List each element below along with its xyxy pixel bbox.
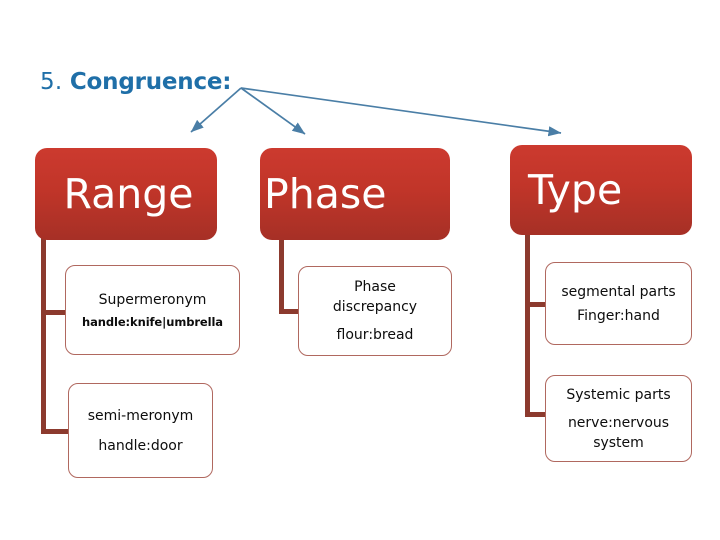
connector-phase-trunk [279, 238, 284, 314]
leaf-title-phase-discrepancy: Phase discrepancy [332, 279, 418, 315]
leaf-title-supermeronym: Supermeronym [98, 292, 207, 308]
leaf-example-phase-discrepancy: flour:bread [336, 327, 414, 343]
leaf-box-semi-meronym[interactable]: semi-meronym handle:door [68, 383, 213, 478]
leaf-example-systemic-parts: nerve:nervous system [567, 414, 670, 451]
leaf-box-segmental-parts[interactable]: segmental parts Finger:hand [545, 262, 692, 345]
connector-phase-branch-1 [279, 309, 305, 314]
title-word: Congruence: [69, 69, 232, 95]
connector-range-branch-2 [41, 429, 74, 434]
header-box-type[interactable]: Type [510, 145, 692, 235]
arrow-to-type [240, 87, 562, 137]
leaf-title-semi-meronym: semi-meronym [87, 407, 194, 424]
leaf-example-supermeronym: handle:knife|umbrella [82, 315, 223, 329]
arrow-to-phase [240, 87, 306, 135]
header-label-phase: Phase [264, 170, 387, 218]
connector-range-trunk [41, 238, 46, 434]
leaf-box-phase-discrepancy[interactable]: Phase discrepancy flour:bread [298, 266, 452, 356]
leaf-title-systemic-parts: Systemic parts [566, 386, 671, 403]
header-box-phase[interactable]: Phase [260, 148, 450, 240]
title-number: 5. [40, 69, 63, 95]
leaf-box-supermeronym[interactable]: Supermeronym handle:knife|umbrella [65, 265, 240, 355]
connector-range-branch-1 [41, 310, 71, 315]
connector-type-trunk [525, 234, 530, 417]
header-label-type: Type [528, 166, 623, 214]
leaf-title-segmental-parts: segmental parts [561, 283, 676, 300]
page-title: 5. Congruence: [40, 68, 232, 96]
connector-type-branch-2 [525, 412, 552, 417]
leaf-example-segmental-parts: Finger:hand [577, 307, 660, 324]
leaf-box-systemic-parts[interactable]: Systemic parts nerve:nervous system [545, 375, 692, 462]
header-label-range: Range [63, 170, 194, 218]
connector-type-branch-1 [525, 302, 552, 307]
header-box-range[interactable]: Range [35, 148, 217, 240]
leaf-example-semi-meronym: handle:door [98, 437, 183, 454]
